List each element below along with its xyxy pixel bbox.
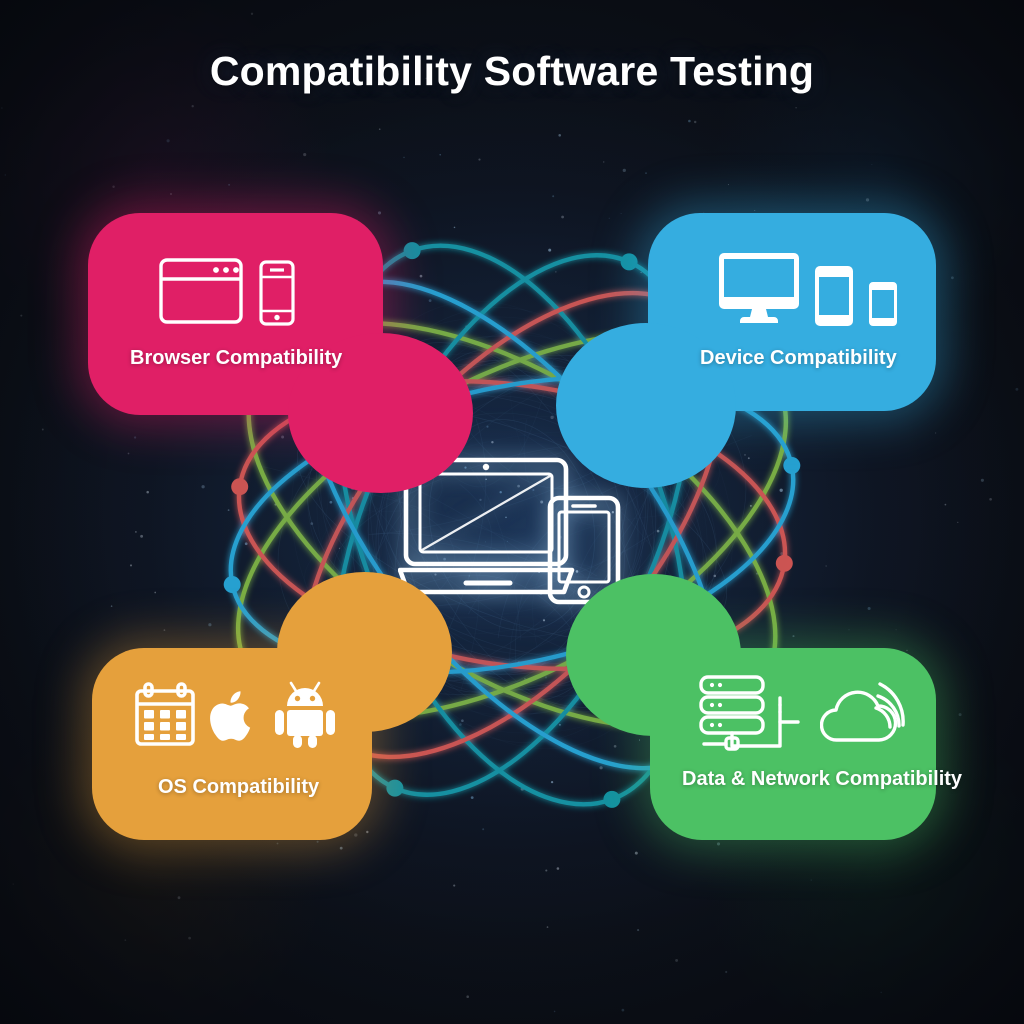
- smartphone-icon: [259, 260, 295, 326]
- card-os-label: OS Compatibility: [158, 776, 320, 798]
- card-device-compatibility[interactable]: Device Compatibility: [556, 213, 936, 488]
- smartphone-icon: [869, 282, 897, 326]
- page-title: Compatibility Software Testing: [209, 48, 815, 94]
- card-blob-shape: [288, 333, 473, 493]
- desktop-monitor-icon: [719, 253, 799, 323]
- cloud-wifi-icon: [820, 682, 905, 742]
- tablet-icon: [815, 266, 853, 326]
- card-os-compatibility[interactable]: OS Compatibility: [92, 572, 452, 840]
- apple-logo-icon: [210, 691, 251, 741]
- browser-compatibility-icons: [158, 255, 296, 327]
- data-network-compatibility-icons: [698, 674, 906, 754]
- android-robot-icon: [275, 681, 335, 748]
- device-compatibility-icons: [718, 251, 898, 327]
- card-blob-shape: [556, 323, 736, 488]
- card-device-label: Device Compatibility: [700, 347, 897, 369]
- card-data-network-compatibility[interactable]: Data & Network Compatibility: [566, 574, 962, 840]
- card-data-label: Data & Network Compatibility: [682, 768, 963, 790]
- card-blob-shape: [566, 574, 741, 736]
- os-compatibility-icons: [134, 680, 336, 748]
- card-browser-label: Browser Compatibility: [130, 347, 343, 369]
- card-browser-compatibility[interactable]: Browser Compatibility: [88, 213, 473, 493]
- windows-calendar-icon: [135, 682, 195, 746]
- browser-window-icon: [159, 258, 243, 324]
- server-stack-icon: [699, 675, 800, 751]
